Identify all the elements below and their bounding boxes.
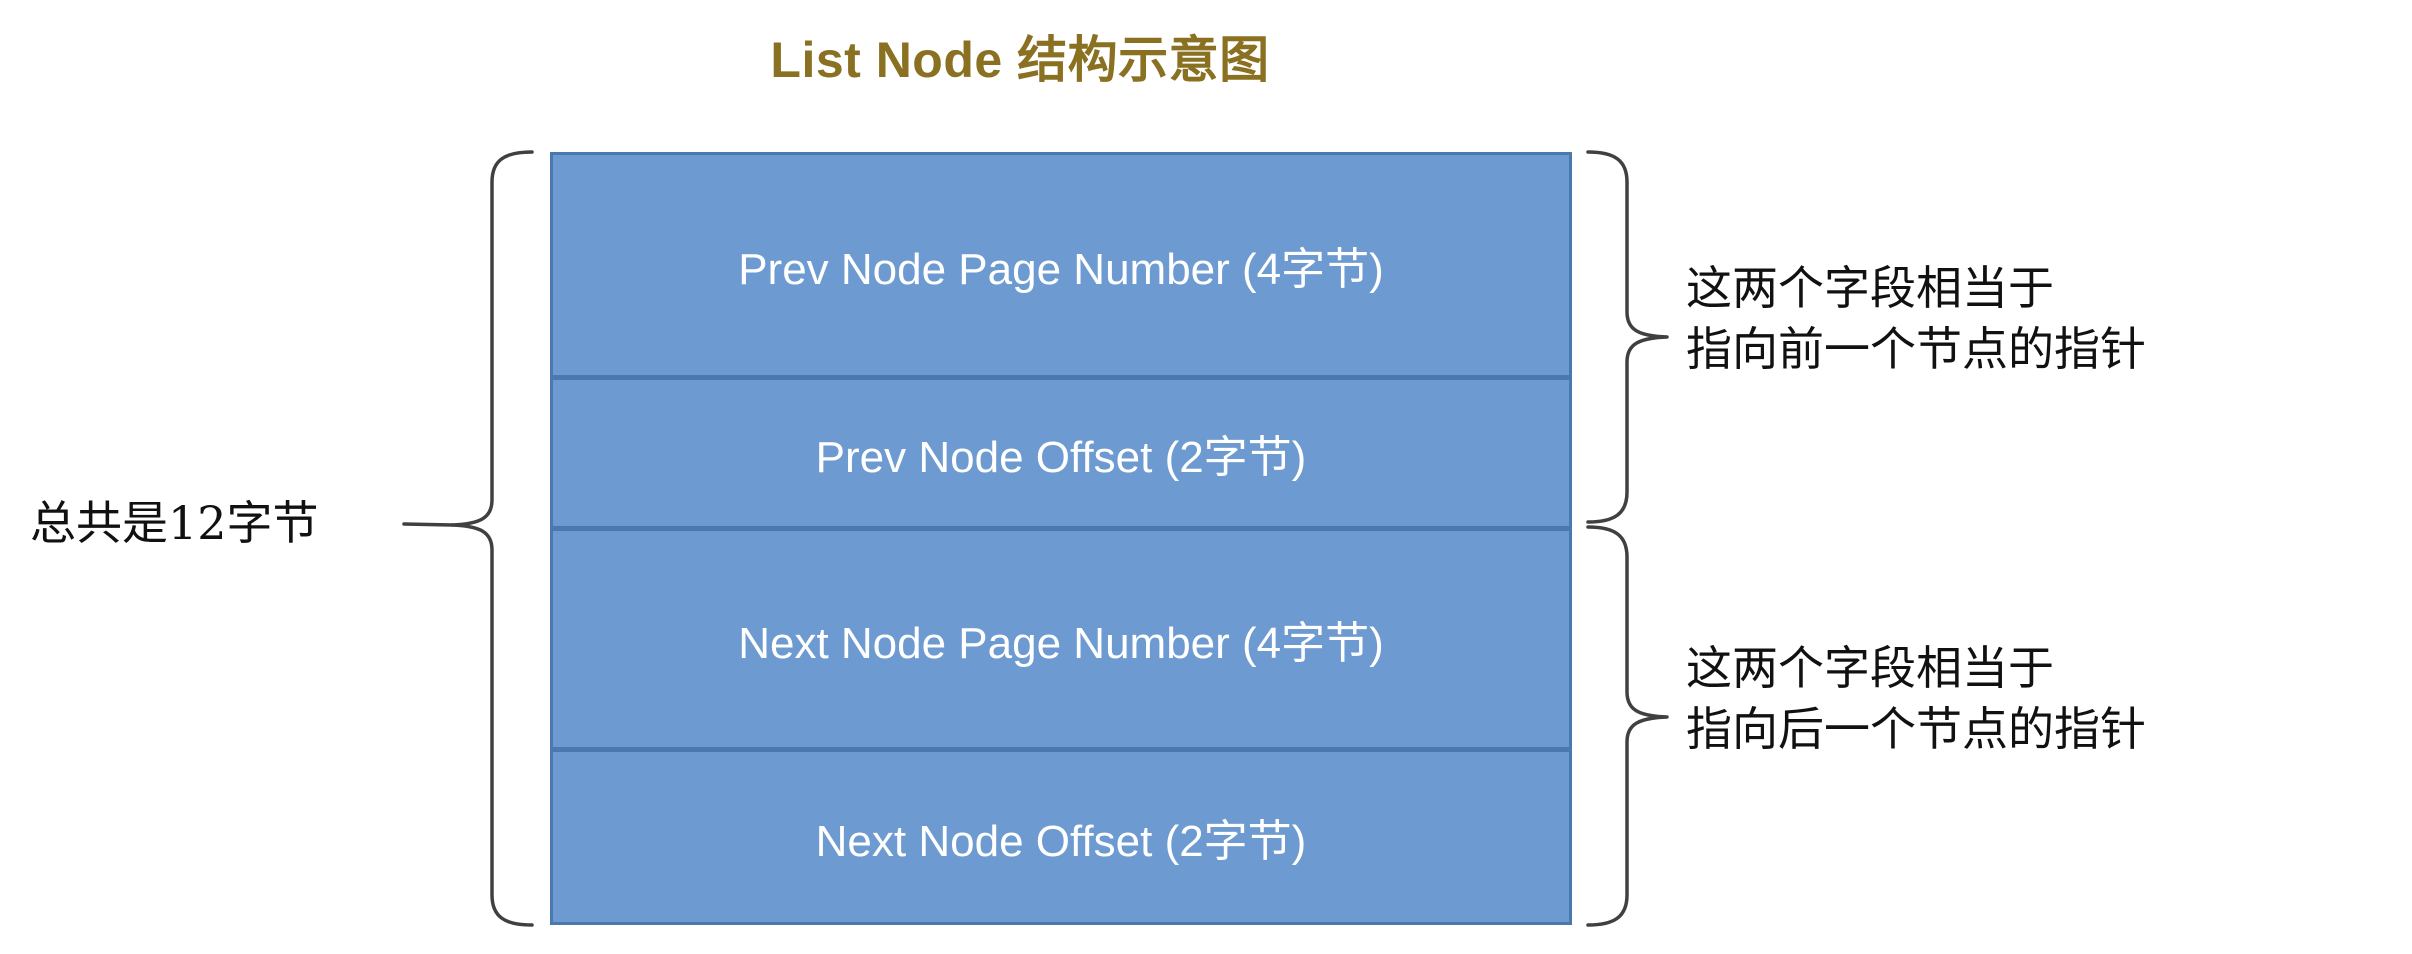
field-prev-node-offset: Prev Node Offset (2字节) [553, 374, 1569, 526]
field-next-node-page-number: Next Node Page Number (4字节) [553, 525, 1569, 748]
total-bytes-label: 总共是12字节 [30, 487, 319, 553]
annotation-prev-line-2: 指向前一个节点的指针 [1686, 321, 2146, 376]
field-prev-node-page-number: Prev Node Page Number (4字节) [553, 155, 1569, 375]
list-node-struct: Prev Node Page Number (4字节) Prev Node Of… [550, 152, 1572, 925]
annotation-next-pointer: 这两个字段相当于 指向后一个节点的指针 [1686, 638, 2146, 759]
annotation-prev-pointer: 这两个字段相当于 指向前一个节点的指针 [1686, 258, 2146, 379]
page-title: List Node 结构示意图 [770, 32, 1270, 88]
brace-prev-pointer [1586, 150, 1669, 524]
annotation-prev-line-1: 这两个字段相当于 [1686, 261, 2054, 315]
brace-next-pointer [1586, 525, 1669, 927]
total-label-connector [402, 522, 454, 527]
annotation-next-line-2: 指向后一个节点的指针 [1686, 701, 2146, 756]
annotation-next-line-1: 这两个字段相当于 [1686, 641, 2054, 695]
field-next-node-offset: Next Node Offset (2字节) [553, 747, 1569, 923]
brace-total-left [450, 150, 534, 927]
total-bytes-text: 总共是12字节 [30, 496, 319, 550]
